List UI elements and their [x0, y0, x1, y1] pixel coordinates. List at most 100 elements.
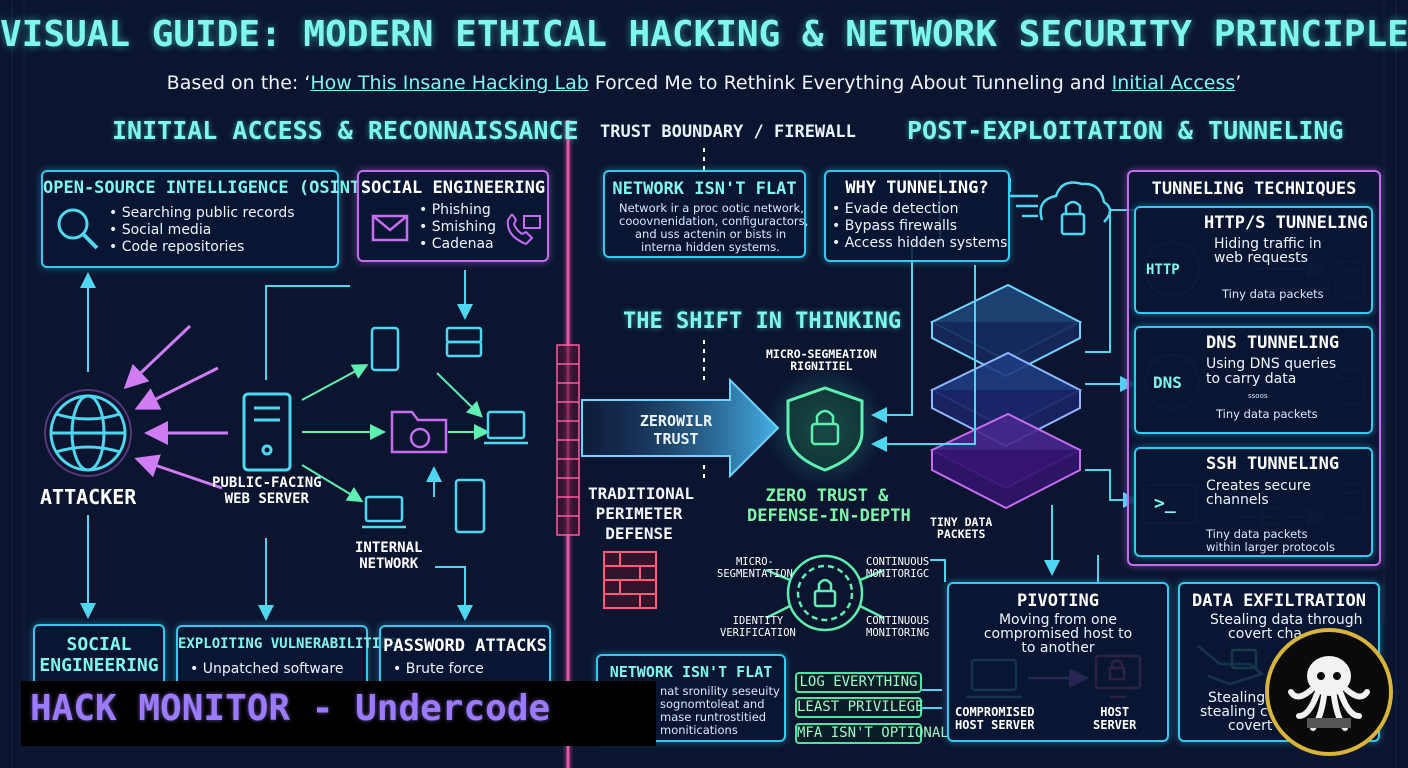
compromised-host-label-line-2: HOST SERVER [955, 718, 1035, 732]
traditional-line-3: DEFENSE [605, 524, 673, 543]
shift-in-thinking-title: THE SHIFT IN THINKING [623, 309, 902, 334]
social-engineering-bottom-title: SOCIAL ENGINEERING [35, 634, 163, 676]
ring-label-identity-verification-line-1: IDENTITY [732, 615, 784, 627]
social-item-2: • Smishing [419, 219, 496, 235]
http-globe-icon: HTTP [1146, 262, 1180, 278]
social-item-1: • Phishing [419, 202, 491, 218]
ring-label-micro-segmentation: MICRO- SEGMENTATION [717, 556, 793, 580]
tiny-data-packets-label: TINY DATA PACKETS [930, 516, 992, 540]
data-exfiltration-box: DATA EXFILTRATION Stealing data through … [1178, 582, 1380, 742]
ssh-tunneling-card: SSH TUNNELING >_ Creates secure channels… [1134, 447, 1373, 557]
micro-segmentation-line-1: MICRO-SEGMEATION [766, 347, 877, 361]
section-title-post-exploitation: POST-EXPLOITATION & TUNNELING [907, 116, 1344, 145]
http-desc-1: Hiding traffic in [1214, 236, 1322, 252]
http-foot: Tiny data packets [1222, 287, 1324, 301]
data-exfiltration-title: DATA EXFILTRATION [1192, 591, 1366, 611]
ring-label-continuous-monitorigc: CONTINUOUS MONITORIGC [866, 556, 929, 580]
internal-network-label-line-1: INTERNAL [355, 540, 423, 556]
subtitle-prefix: Based on the: ‘ [166, 72, 311, 94]
traditional-perimeter-label: TRADITIONAL PERIMETER DEFENSE [588, 484, 694, 544]
pivoting-desc-3: to another [1021, 640, 1095, 656]
subtitle-suffix: ’ [1235, 72, 1242, 94]
pivoting-box: PIVOTING Moving from one compromised hos… [947, 582, 1169, 742]
dns-desc-2: to carry data [1206, 371, 1297, 387]
ring-label-micro-segmentation-line-2: SEGMENTATION [717, 568, 793, 580]
watermark-banner [21, 681, 656, 746]
exploit-title: EXPLOITING VULNERABILITIES [178, 636, 398, 652]
osint-title: OPEN-SOURCE INTELLIGENCE (OSINT) [43, 178, 371, 198]
password-attacks-item: • Brute force [393, 661, 484, 677]
page-title: VISUAL GUIDE: MODERN ETHICAL HACKING & N… [0, 14, 1408, 55]
principles-ring-graphic [765, 554, 885, 632]
osint-box: OPEN-SOURCE INTELLIGENCE (OSINT) • Searc… [41, 170, 371, 268]
ring-label-continuous-monitoring-line-1: CONTINUOUS [866, 615, 930, 627]
micro-segmentation-label: MICRO-SEGMEATION RIGNITIEL [766, 348, 877, 372]
zero-trust-shield-graphic [765, 367, 885, 487]
magnifier-icon [57, 208, 99, 250]
firewall-bricks [556, 344, 580, 536]
web-server-label: PUBLIC-FACING WEB SERVER [212, 475, 322, 507]
attacker-globe-graphic [44, 389, 132, 477]
social-engineering-title: SOCIAL ENGINEERING [360, 178, 546, 198]
pivoting-desc-2: compromised host to [983, 626, 1133, 642]
subtitle-middle: Forced Me to Rethink Everything About Tu… [588, 72, 1112, 94]
ring-label-continuous-monitorigc-line-2: MONITORIGC [866, 568, 930, 580]
network-not-flat-bottom-line-4: monitications [660, 723, 738, 737]
brick-wall-graphic [603, 551, 657, 609]
why-item-1: • Evade detection [832, 201, 959, 217]
network-not-flat-bottom-title: NETWORK ISN'T FLAT [609, 663, 773, 681]
web-server-label-line-1: PUBLIC-FACING [212, 475, 322, 491]
phone-icon [506, 214, 541, 246]
why-tunneling-title: WHY TUNNELING? [845, 178, 989, 198]
internal-network-label-line-2: NETWORK [359, 556, 419, 572]
http-desc-2: web requests [1214, 250, 1308, 266]
ring-label-identity-verification: IDENTITY VERIFICATION [720, 615, 796, 639]
ssh-desc-2: channels [1206, 492, 1269, 508]
ssh-foot-1: Tiny data packets [1206, 527, 1308, 541]
server-stack-graphic [929, 283, 1083, 510]
social-engineering-bottom-line-1: SOCIAL [66, 634, 132, 655]
host-server-label: HOST SERVER [1093, 706, 1136, 732]
subtitle-link-initial-access[interactable]: Initial Access [1111, 72, 1236, 94]
section-title-initial-access: INITIAL ACCESS & RECONNAISSANCE [112, 116, 579, 145]
ring-label-continuous-monitorigc-line-1: CONTINUOUS [866, 556, 930, 568]
zero-trust-line-1: ZERO TRUST & [765, 486, 889, 506]
watermark-banner-text: HACK MONITOR - Undercode [30, 688, 551, 729]
zero-trust-arrow [581, 377, 780, 479]
dns-tunneling-title: DNS TUNNELING [1206, 333, 1340, 353]
micro-segmentation-line-2: RIGNITIEL [790, 359, 853, 373]
pivoting-title: PIVOTING [1017, 591, 1099, 611]
osint-item-1: • Searching public records [109, 205, 295, 221]
network-not-flat-bottom-line-2: sognomtoleat and [660, 697, 765, 711]
tunneling-techniques-title: TUNNELING TECHNIQUES [1151, 179, 1357, 199]
exfil-desc-2: covert cha [1228, 626, 1303, 642]
page-subtitle: Based on the: ‘How This Insane Hacking L… [0, 72, 1408, 94]
compromised-host-label-line-1: COMPROMISED [955, 705, 1035, 719]
http-tunneling-card: HTTP/S TUNNELING HTTP Hiding traffic in … [1134, 206, 1373, 314]
pivoting-desc-1: Moving from one [998, 612, 1118, 628]
ring-label-continuous-monitoring-line-2: MONITORING [866, 627, 930, 639]
exfil-desc-1: Stealing data through [1210, 612, 1363, 628]
subtitle-link-hacking-lab[interactable]: How This Insane Hacking Lab [310, 72, 589, 94]
host-server-label-line-1: HOST [1100, 705, 1130, 719]
zero-trust-line-2: DEFENSE-IN-DEPTH [747, 506, 911, 526]
network-not-flat-top-line-3: and uss actenin or bists in [635, 227, 787, 241]
internal-network-label: INTERNAL NETWORK [355, 540, 422, 572]
network-not-flat-top-line-1: Network ir a proc ootic network, [619, 201, 804, 215]
zero-trust-label: ZERO TRUST & DEFENSE-IN-DEPTH [747, 486, 911, 526]
terminal-icon: >_ [1154, 493, 1176, 514]
network-not-flat-top-line-2: cooovnenidation, configuractors, [619, 214, 809, 228]
dns-globe-icon: DNS [1153, 373, 1182, 392]
why-item-2: • Bypass firewalls [832, 218, 958, 234]
compromised-host-label: COMPROMISED HOST SERVER [955, 706, 1034, 732]
network-not-flat-top-title: NETWORK ISN'T FLAT [612, 179, 797, 199]
octopus-icon [1288, 656, 1370, 731]
why-tunneling-box: WHY TUNNELING? • Evade detection • Bypas… [824, 170, 1010, 262]
tiny-data-packets-line-1: TINY DATA [930, 515, 993, 529]
network-not-flat-bottom-line-3: mase runtrostitied [660, 710, 767, 724]
principle-least-privilege: LEAST PRIVILEGE [795, 697, 923, 718]
trust-boundary-label: TRUST BOUNDARY / FIREWALL [600, 122, 856, 142]
exfil-desc2-1: Stealing [1208, 690, 1266, 706]
ring-label-identity-verification-line-2: VERIFICATION [720, 627, 796, 639]
dns-foot: Tiny data packets [1216, 407, 1318, 421]
